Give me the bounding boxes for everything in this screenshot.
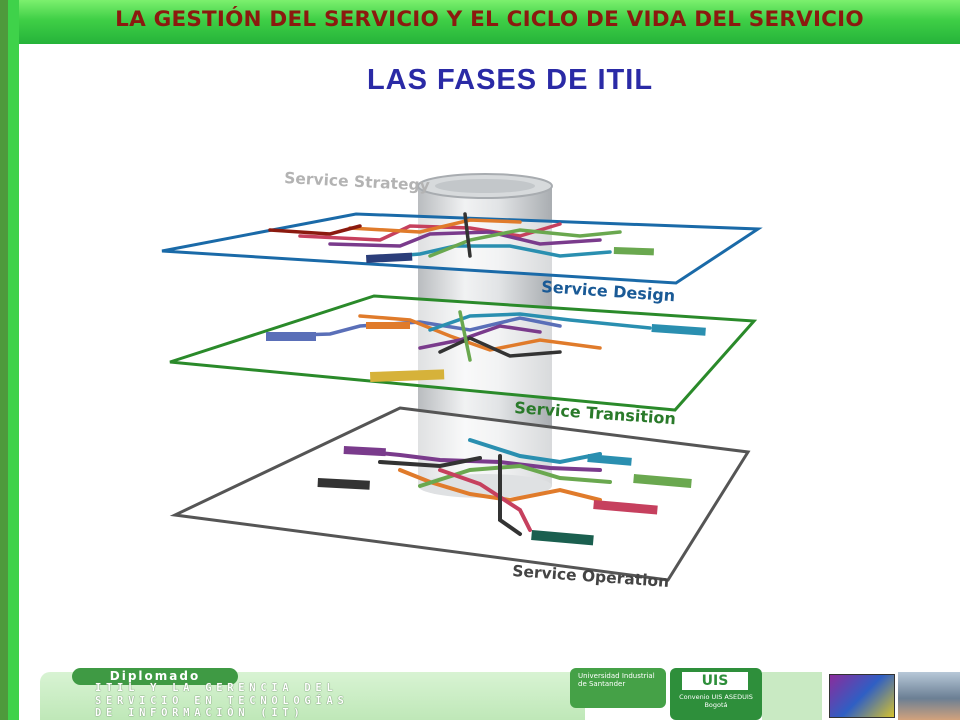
left-accent-bar xyxy=(0,0,8,720)
uis-logo-block xyxy=(570,668,666,708)
header-banner: LA GESTIÓN DEL SERVICIO Y EL CICLO DE VI… xyxy=(19,0,960,44)
footer-right-strip xyxy=(762,672,822,720)
convenio-text: Convenio UIS ASEDUIS Bogotá xyxy=(679,693,753,709)
service-transition-plane: Service Transition xyxy=(169,294,758,428)
uis-logo-text: Universidad Industrial de Santander xyxy=(578,672,655,688)
transition-process-lines xyxy=(266,310,652,362)
footer-tag: Diplomado xyxy=(72,668,238,685)
people-photo-image xyxy=(898,672,960,720)
page-title: LA GESTIÓN DEL SERVICIO Y EL CICLO DE VI… xyxy=(115,7,864,32)
page-subtitle: LAS FASES DE ITIL xyxy=(366,64,654,96)
service-strategy-label: Service Strategy xyxy=(284,169,430,195)
convenio-logo: UIS xyxy=(682,672,748,690)
footer-line-2: SERVICIO EN TECNOLOGÍAS xyxy=(95,694,349,707)
left-accent-bar-light xyxy=(8,0,19,720)
design-process-lines xyxy=(268,212,622,260)
footer-line-3: DE INFORMACIÓN (IT) xyxy=(95,707,305,719)
footer-program-title: ITIL Y LA GERENCIA DEL SERVICIO EN TECNO… xyxy=(95,682,545,720)
book-cover-image xyxy=(829,674,895,718)
operation-process-lines xyxy=(348,438,612,536)
service-operation-plane: Service Operation xyxy=(169,406,751,591)
footer-line-1: ITIL Y LA GERENCIA DEL xyxy=(95,682,338,694)
service-design-plane: Service Design xyxy=(161,212,763,305)
